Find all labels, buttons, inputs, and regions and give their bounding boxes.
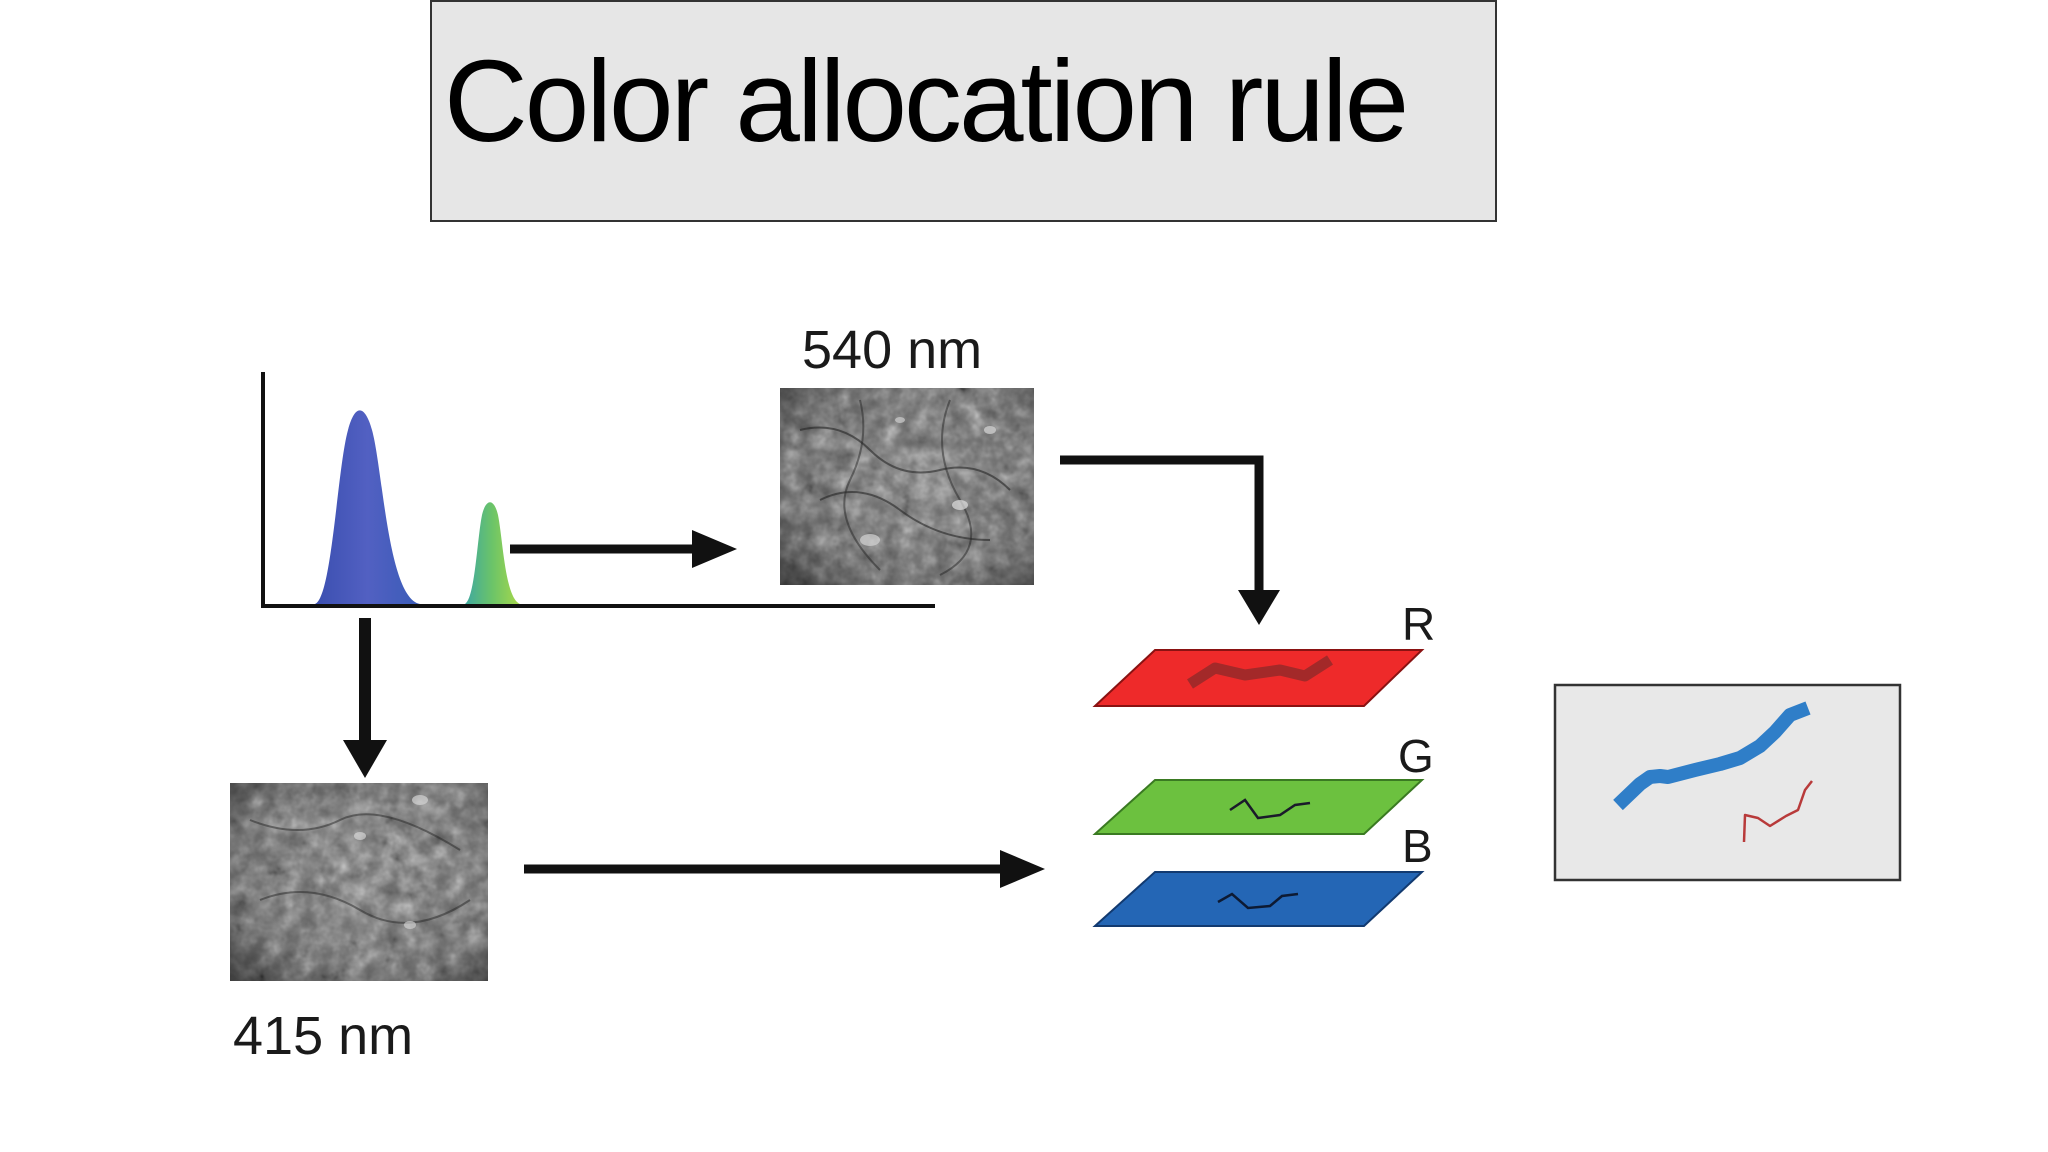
arrow-540-to-r	[1060, 455, 1280, 625]
wavelength-540-label: 540 nm	[802, 320, 982, 380]
title-box: Color allocation rule	[430, 0, 1497, 222]
channel-g-plane: G	[1092, 730, 1434, 835]
channel-r-plane: R	[1092, 598, 1435, 707]
arrow-to-415	[343, 618, 387, 778]
green-peak-shape	[465, 502, 520, 604]
output-composite-image	[1553, 683, 1902, 882]
wavelength-415-label: 415 nm	[233, 1006, 413, 1066]
blue-peak-shape	[315, 410, 420, 604]
arrow-415-to-gb	[524, 850, 1045, 888]
spectrum-graph	[261, 372, 935, 608]
channel-g-label: G	[1398, 730, 1434, 782]
endoscopy-image-415	[230, 783, 488, 981]
endoscopy-image-540	[780, 388, 1034, 585]
slide-title: Color allocation rule	[444, 36, 1409, 166]
channel-b-label: B	[1402, 820, 1433, 872]
channel-r-label: R	[1402, 598, 1435, 650]
output-thick-vessel	[1613, 701, 1811, 811]
channel-b-plane: B	[1092, 820, 1433, 927]
arrow-to-540	[510, 530, 737, 568]
output-thin-vessel	[1742, 780, 1813, 843]
